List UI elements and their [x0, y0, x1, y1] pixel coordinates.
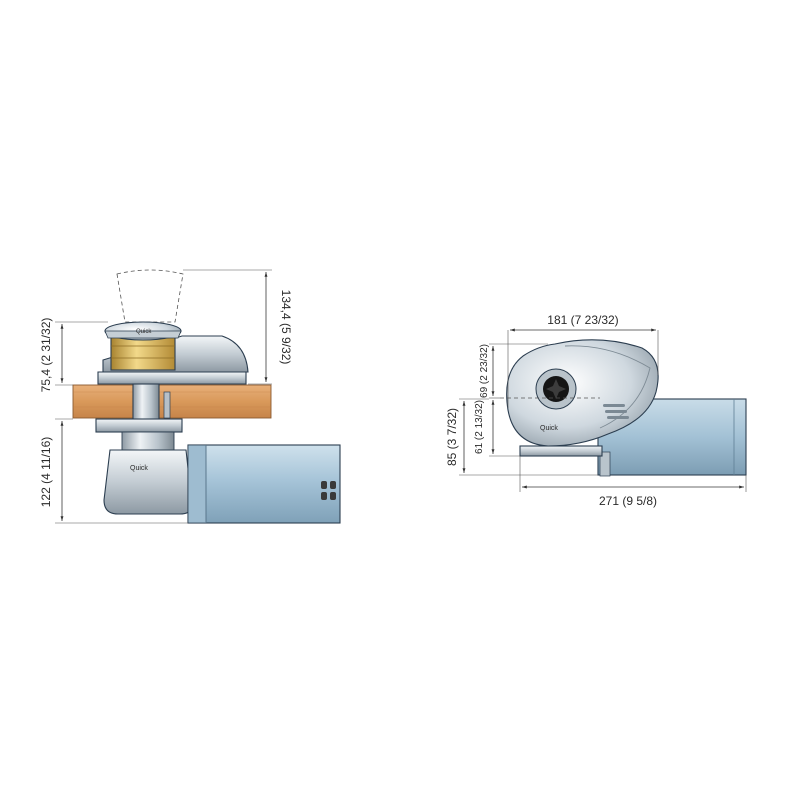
dim-label-width-upper: 181 (7 23/32) — [547, 313, 618, 327]
drum-outline-dashed — [116, 269, 184, 323]
dim-label-above-deck: 75,4 (2 31/32) — [39, 318, 53, 393]
gypsy-bronze — [110, 335, 176, 371]
top-view: Quick 181 (7 23/32) 271 (9 5/8) 69 (2 23… — [445, 313, 747, 508]
base-plate — [97, 371, 247, 385]
logo-mark-gearbox: Quick — [130, 465, 148, 472]
dim-label-below-deck: 122 (4 11/16) — [39, 437, 53, 508]
base-foot — [519, 445, 603, 457]
dim-label-total-height: 134,4 (5 9/32) — [279, 290, 293, 365]
motor-side — [187, 444, 341, 524]
top-housing — [506, 339, 659, 447]
deck-plank — [72, 384, 272, 419]
dim-label-height-85: 85 (3 7/32) — [445, 408, 459, 466]
dim-label-height-69: 69 (2 23/32) — [479, 344, 490, 398]
vent-slots — [603, 404, 629, 419]
dim-label-height-61: 61 (2 13/32) — [474, 400, 485, 454]
shaft — [132, 383, 160, 421]
side-view: Quick Quick 134,4 (5 9/32) 75,4 (2 31/32… — [39, 269, 341, 524]
logo-mark-top-view: Quick — [540, 425, 558, 432]
logo-mark-top: Quick — [136, 329, 152, 335]
gearbox — [103, 449, 193, 515]
dim-label-width-total: 271 (9 5/8) — [599, 494, 657, 508]
lower-flange — [95, 418, 183, 433]
